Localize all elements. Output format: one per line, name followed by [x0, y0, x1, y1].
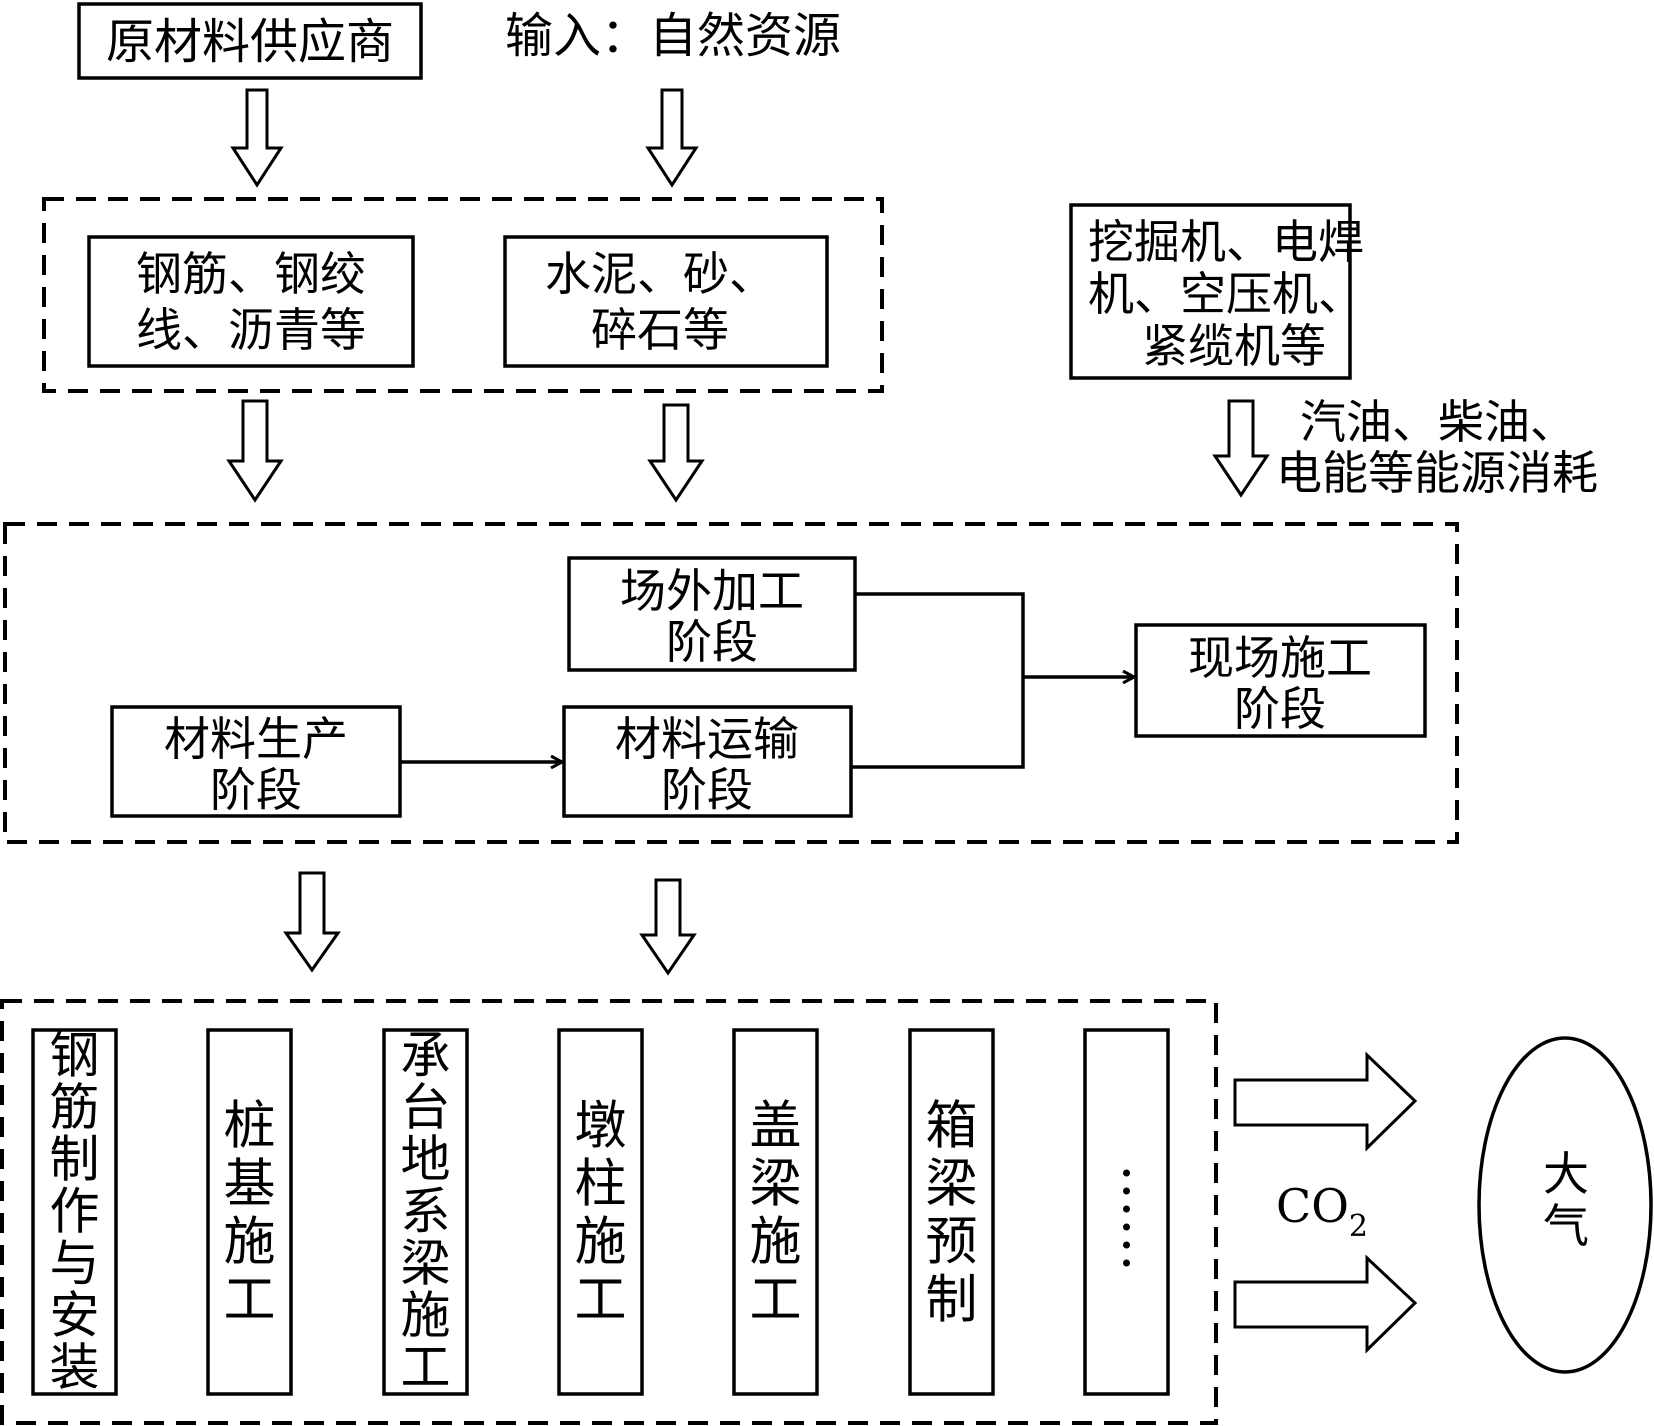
- input-label: 输入：自然资源: [505, 8, 841, 64]
- ellipsis-dot: [1123, 1259, 1130, 1267]
- arrow-down-icon: [647, 403, 705, 503]
- ellipsis-dot: [1123, 1187, 1130, 1195]
- process-list: 钢筋制作与安装 桩基施工 承台地系梁施工 墩柱施工 盖梁施工 箱梁预制: [31, 1027, 1170, 1397]
- energy-line-2: 电能等能源消耗: [1276, 446, 1598, 500]
- co2-subscript: 2: [1349, 1209, 1368, 1244]
- emission-arrow-icon: [1233, 1254, 1418, 1354]
- process-node: 盖梁施工: [732, 1028, 819, 1396]
- machinery-line-1: 挖掘机、电焊: [1088, 215, 1364, 269]
- process-node: 钢筋制作与安装: [31, 1027, 118, 1397]
- arrow-down-icon: [639, 878, 697, 976]
- emission-arrow-icon: [1233, 1051, 1418, 1152]
- arrow-down-icon: [645, 88, 699, 188]
- process-label: 承台地系梁施工: [401, 1027, 451, 1397]
- production-stage-line-2: 阶段: [210, 763, 302, 817]
- onsite-construction-stage: 现场施工 阶段: [1134, 623, 1427, 738]
- steel-materials-line-2: 线、沥青等: [136, 303, 366, 357]
- process-node: [1083, 1028, 1170, 1396]
- energy-line-1: 汽油、柴油、: [1300, 395, 1576, 449]
- co2-label: CO2: [1276, 1179, 1368, 1244]
- production-stage-line-1: 材料生产: [164, 712, 348, 766]
- process-label: 桩基施工: [223, 1097, 275, 1331]
- onsite-stage-line-1: 现场施工: [1188, 631, 1372, 685]
- process-node: 承台地系梁施工: [382, 1027, 469, 1397]
- steel-materials-node: 钢筋、钢绞 线、沥青等: [87, 235, 415, 368]
- process-label: 盖梁施工: [749, 1097, 801, 1331]
- arrow-down-icon: [230, 88, 284, 188]
- supplier-node: 原材料供应商: [77, 2, 423, 80]
- offsite-processing-stage: 场外加工 阶段: [567, 556, 857, 672]
- process-node: 墩柱施工: [557, 1028, 644, 1396]
- steel-materials-line-1: 钢筋、钢绞: [136, 247, 366, 301]
- transport-stage-line-1: 材料运输: [615, 712, 799, 766]
- cement-materials-node: 水泥、砂、 碎石等: [503, 235, 829, 368]
- atmosphere-label: 大气: [1543, 1147, 1589, 1253]
- ellipsis-dot: [1123, 1223, 1130, 1231]
- cement-materials-line-2: 碎石等: [591, 303, 729, 357]
- machinery-line-2: 机、空压机、: [1088, 267, 1364, 321]
- transport-stage-line-2: 阶段: [661, 763, 753, 817]
- process-label: 钢筋制作与安装: [50, 1027, 100, 1397]
- machinery-line-3: 紧缆机等: [1142, 319, 1326, 373]
- offsite-stage-line-1: 场外加工: [620, 564, 804, 618]
- process-node: 桩基施工: [206, 1028, 293, 1396]
- process-label: 墩柱施工: [574, 1097, 626, 1331]
- onsite-stage-line-2: 阶段: [1234, 682, 1326, 736]
- arrow-down-icon: [283, 871, 341, 973]
- ellipsis-dot: [1123, 1241, 1130, 1249]
- ellipsis-dot: [1123, 1205, 1130, 1213]
- ellipsis-dot: [1123, 1169, 1130, 1177]
- offsite-to-onsite-connector: [851, 592, 1025, 769]
- materials-group: 钢筋、钢绞 线、沥青等 水泥、砂、 碎石等: [42, 197, 884, 393]
- material-transport-stage: 材料运输 阶段: [562, 705, 853, 818]
- arrow-down-icon: [226, 399, 284, 503]
- arrow-down-icon: [1212, 399, 1270, 498]
- cement-materials-line-1: 水泥、砂、: [545, 247, 775, 301]
- atmosphere-node: 大气: [1477, 1036, 1653, 1374]
- lifecycle-stages-group: 场外加工 阶段 材料生产 阶段 材料运输 阶段 现场施工 阶段: [3, 522, 1459, 844]
- machinery-node: 挖掘机、电焊 机、空压机、 紧缆机等: [1069, 203, 1364, 380]
- offsite-stage-line-2: 阶段: [666, 615, 758, 669]
- supplier-label: 原材料供应商: [106, 14, 394, 70]
- process-node: 箱梁预制: [908, 1028, 995, 1396]
- material-production-stage: 材料生产 阶段: [110, 705, 402, 818]
- co2-main: CO: [1276, 1179, 1349, 1233]
- construction-processes-group: 钢筋制作与安装 桩基施工 承台地系梁施工 墩柱施工 盖梁施工 箱梁预制: [0, 999, 1218, 1425]
- process-label: 箱梁预制: [925, 1097, 977, 1331]
